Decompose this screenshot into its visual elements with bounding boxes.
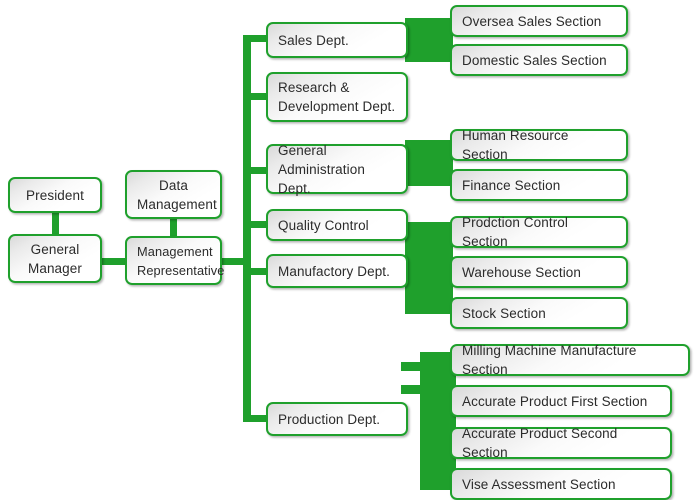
node-vise-assessment-section-label: Vise Assessment Section [462, 476, 616, 492]
connector-manufactory-section-stub-1 [430, 226, 454, 233]
node-finance-section[interactable]: Finance Section [450, 169, 628, 201]
connector-spine-to-quality-control [243, 221, 269, 228]
node-research-development-dept[interactable]: Research & Development Dept. [266, 72, 408, 122]
connector-general-administration-section-stub-2 [430, 179, 454, 186]
connector-manufactory-section-stub-2 [430, 266, 454, 273]
node-data-management-label: Data Management [137, 177, 217, 212]
node-warehouse-section[interactable]: Warehouse Section [450, 256, 628, 288]
node-domestic-sales-section-label: Domestic Sales Section [462, 52, 607, 68]
node-accurate-product-second-section-label: Accurate Product Second Section [462, 426, 618, 460]
connector-production-riser [401, 362, 425, 371]
node-president[interactable]: President [8, 177, 102, 213]
connector-spine-to-manufactory-dept [243, 268, 269, 275]
connector-sales-section-stub-2 [430, 55, 454, 62]
connector-production-section-stub-4 [430, 435, 454, 442]
node-management-representative-label: Management Representative [137, 243, 225, 278]
connector-management-representative-to-spine [218, 258, 250, 265]
node-general-manager-label: General Manager [28, 241, 82, 276]
node-accurate-product-second-section[interactable]: Accurate Product Second Section [450, 426, 672, 460]
node-general-administration-dept[interactable]: General Administration Dept. [266, 143, 408, 196]
node-manufactory-dept[interactable]: Manufactory Dept. [266, 254, 408, 288]
connector-spine-to-production-dept [243, 415, 269, 422]
connector-spine-to-general-administration-dept [243, 167, 269, 174]
node-research-development-dept-label: Research & Development Dept. [278, 80, 396, 114]
connector-manufactory-section-stub-3 [430, 307, 454, 314]
node-sales-dept-label: Sales Dept. [278, 32, 349, 48]
node-general-manager[interactable]: General Manager [8, 234, 102, 283]
connector-sales-section-stub-1 [430, 18, 454, 25]
connector-production-to-sections [420, 352, 456, 490]
node-oversea-sales-section[interactable]: Oversea Sales Section [450, 5, 628, 37]
node-warehouse-section-label: Warehouse Section [462, 264, 582, 280]
connector-general-administration-section-stub-1 [430, 140, 454, 147]
node-vise-assessment-section[interactable]: Vise Assessment Section [450, 468, 672, 500]
node-prodction-control-section-label: Prodction Control Section [462, 215, 569, 249]
node-production-dept[interactable]: Production Dept. [266, 402, 408, 436]
node-oversea-sales-section-label: Oversea Sales Section [462, 13, 602, 29]
node-prodction-control-section[interactable]: Prodction Control Section [450, 215, 628, 249]
connector-general-administration-to-sections [405, 140, 453, 186]
node-accurate-product-first-section[interactable]: Accurate Product First Section [450, 385, 672, 417]
node-stock-section[interactable]: Stock Section [450, 297, 628, 329]
node-quality-control-label: Quality Control [278, 217, 369, 233]
connector-data-management-to-management-representative [170, 218, 177, 242]
connector-spine-to-research-development-dept [243, 93, 269, 100]
connector-production-section-stub-5 [430, 478, 454, 485]
node-human-resource-section[interactable]: Human Resource Section [450, 128, 628, 162]
connector-production-section-stub-2 [430, 352, 454, 359]
connector-production-section-stub-1 [401, 385, 425, 394]
node-finance-section-label: Finance Section [462, 177, 561, 193]
node-stock-section-label: Stock Section [462, 305, 546, 321]
connector-sales-dept-to-sections [405, 18, 453, 62]
connector-department-spine [243, 36, 251, 422]
connector-general-manager-to-management-representative [100, 258, 132, 265]
node-human-resource-section-label: Human Resource Section [462, 128, 569, 162]
connector-production-section-stub-3 [430, 392, 454, 399]
node-milling-machine-manufacture-section-label: Milling Machine Manufacture Section [462, 343, 637, 377]
node-domestic-sales-section[interactable]: Domestic Sales Section [450, 44, 628, 76]
node-data-management[interactable]: Data Management [125, 170, 222, 219]
node-accurate-product-first-section-label: Accurate Product First Section [462, 393, 648, 409]
connector-president-to-general-manager [52, 206, 59, 240]
node-quality-control[interactable]: Quality Control [266, 209, 408, 241]
node-president-label: President [26, 187, 84, 203]
node-manufactory-dept-label: Manufactory Dept. [278, 263, 391, 279]
node-milling-machine-manufacture-section[interactable]: Milling Machine Manufacture Section [450, 343, 690, 377]
connector-spine-to-sales-dept [243, 35, 269, 42]
node-production-dept-label: Production Dept. [278, 411, 381, 427]
node-management-representative[interactable]: Management Representative [125, 236, 225, 285]
node-general-administration-dept-label: General Administration Dept. [278, 142, 365, 196]
node-sales-dept[interactable]: Sales Dept. [266, 22, 408, 58]
